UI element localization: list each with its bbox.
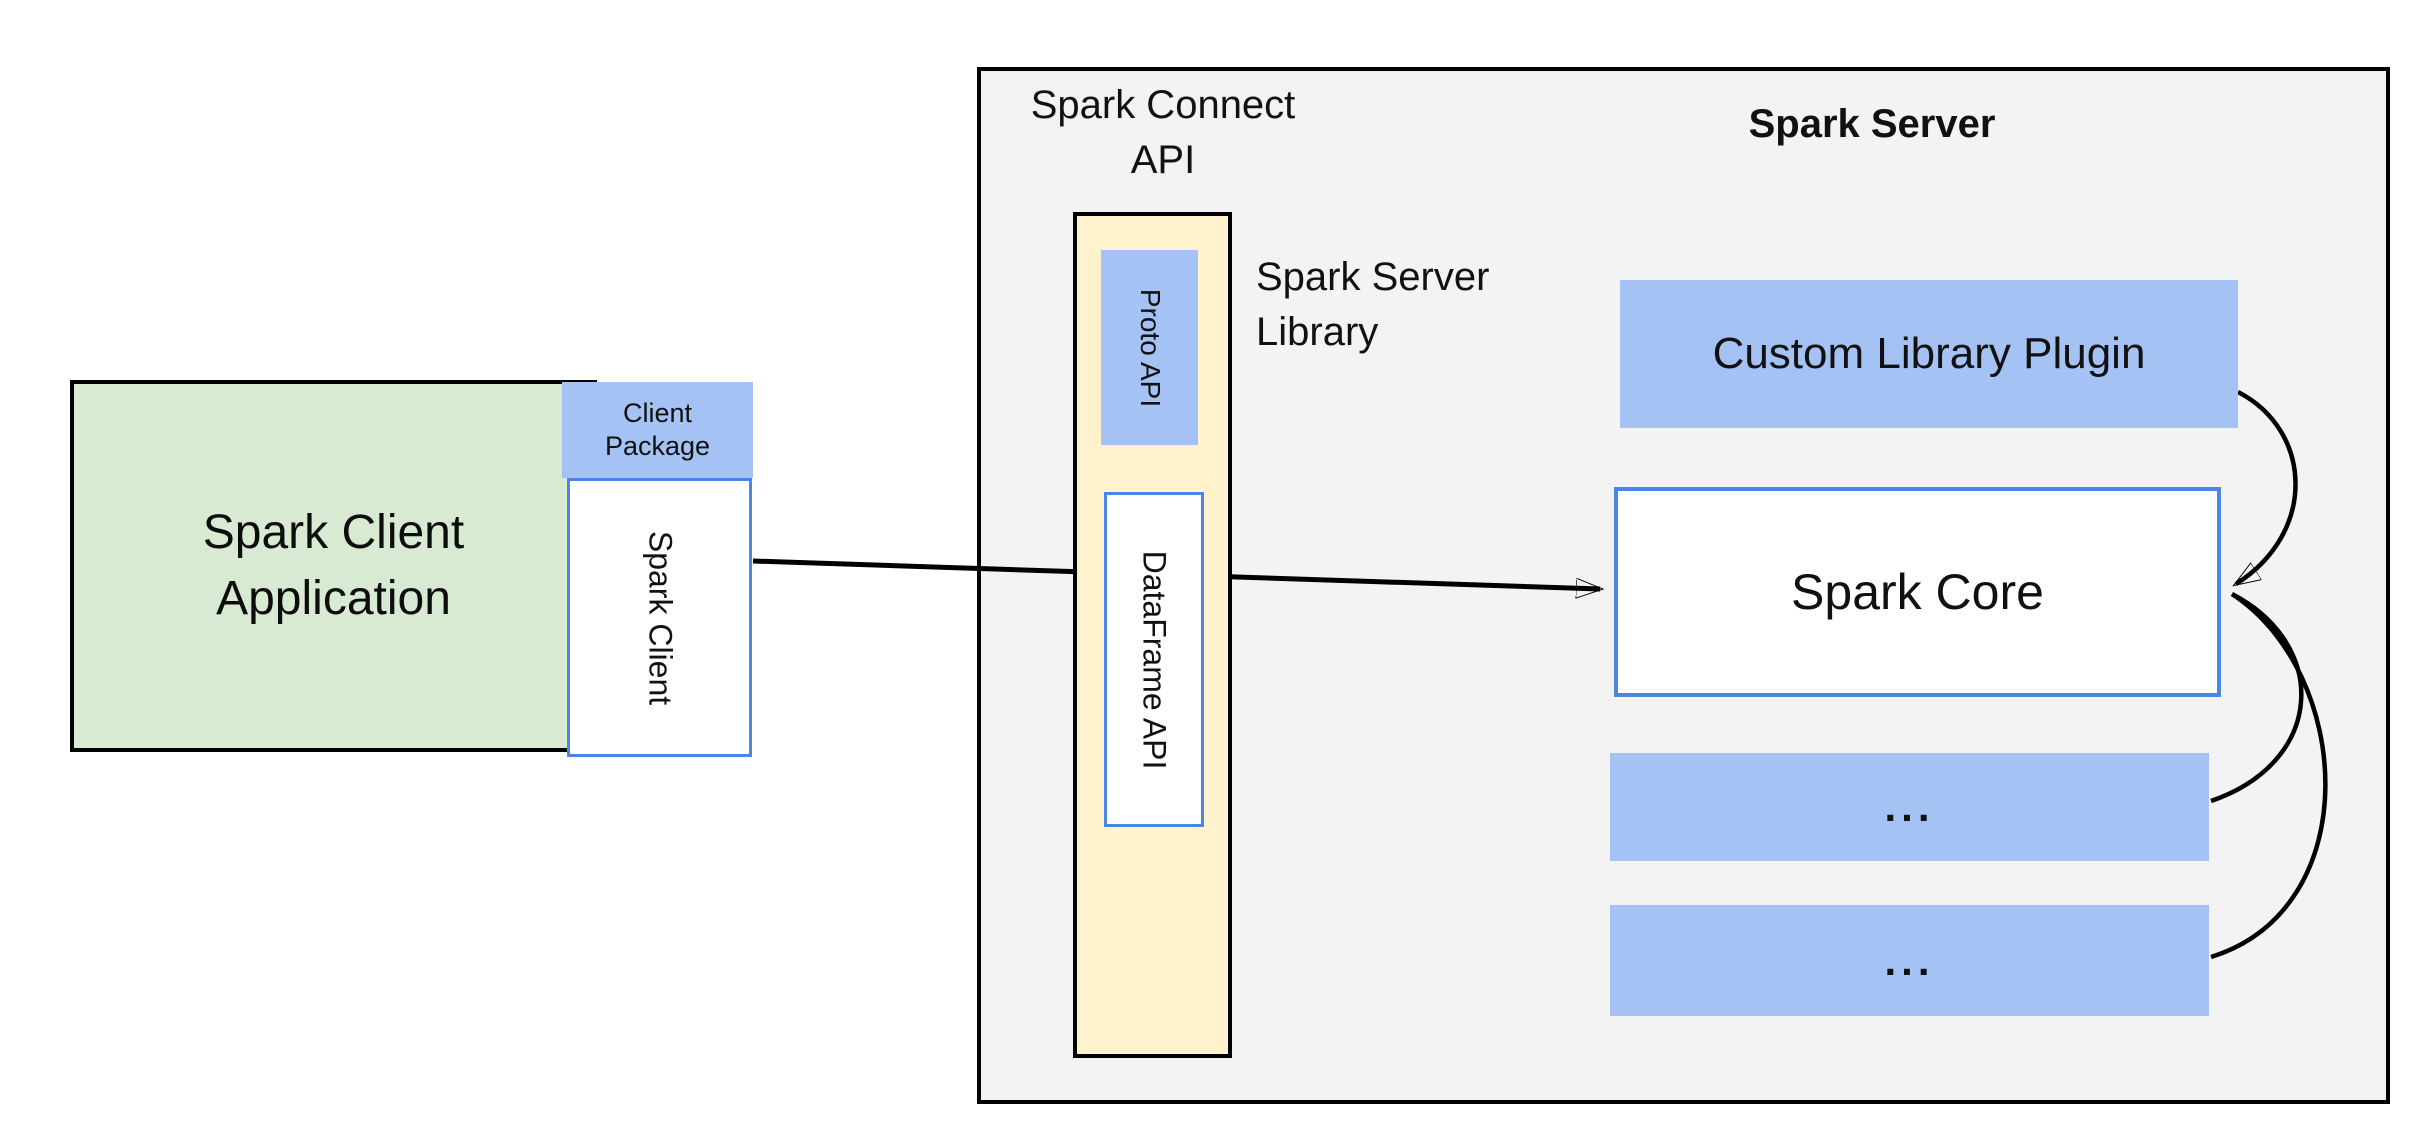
spark-connect-api-title: Spark Connect API bbox=[1013, 78, 1313, 188]
proto-api-label: Proto API bbox=[1134, 288, 1166, 407]
dataframe-api-label: DataFrame API bbox=[1136, 550, 1173, 769]
spark-client-application-line2: Application bbox=[216, 572, 451, 625]
custom-library-plugin-box: Custom Library Plugin bbox=[1620, 280, 2238, 428]
spark-client-application-line1: Spark Client bbox=[202, 506, 465, 559]
spark-connect-api-title-line2: API bbox=[1130, 138, 1196, 182]
dataframe-api-box: DataFrame API bbox=[1104, 492, 1204, 827]
client-package-line1: Client bbox=[622, 398, 692, 428]
spark-client-box: Spark Client bbox=[567, 478, 752, 757]
plugin-slot-2-box: ... bbox=[1610, 905, 2209, 1016]
spark-client-application-label: Spark Client Application bbox=[203, 500, 464, 632]
spark-server-library-line2: Library bbox=[1256, 310, 1379, 354]
spark-server-library-label: Spark Server Library bbox=[1256, 250, 1596, 360]
spark-client-label: Spark Client bbox=[642, 530, 678, 705]
client-package-box: Client Package bbox=[562, 382, 753, 478]
plugin-slot-1-box: ... bbox=[1610, 753, 2209, 861]
spark-connect-api-title-line1: Spark Connect bbox=[1030, 83, 1296, 127]
spark-client-application-box: Spark Client Application bbox=[70, 380, 597, 752]
spark-core-box: Spark Core bbox=[1614, 487, 2221, 697]
client-package-line2: Package bbox=[604, 431, 711, 461]
spark-server-title: Spark Server bbox=[1748, 102, 1996, 146]
spark-server-library-line1: Spark Server bbox=[1256, 255, 1490, 299]
client-package-label: Client Package bbox=[605, 397, 710, 463]
proto-api-box: Proto API bbox=[1101, 250, 1198, 445]
